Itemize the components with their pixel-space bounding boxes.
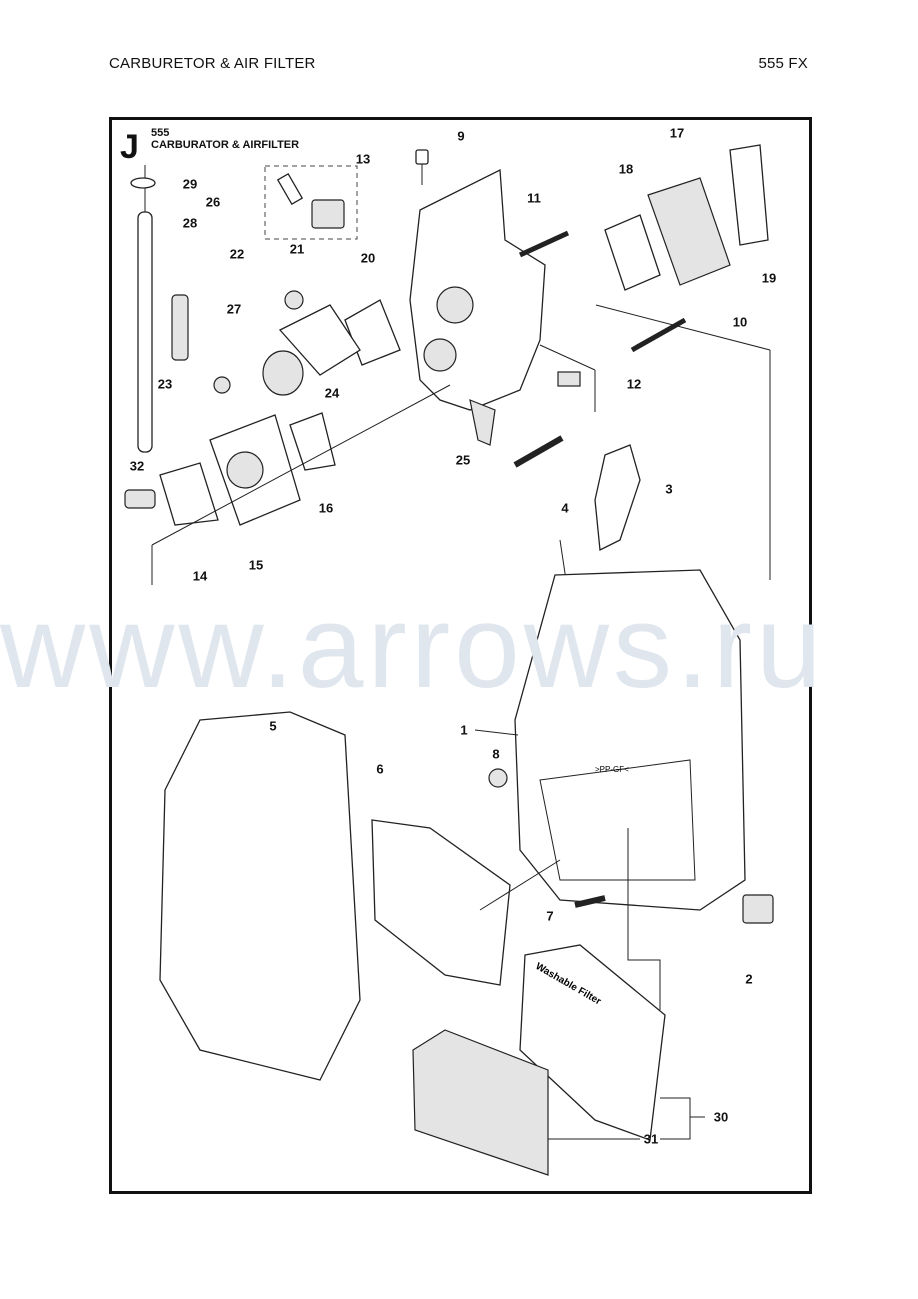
filter-housing (514, 569, 746, 911)
air-filter (371, 819, 511, 986)
callout-16: 16 (318, 500, 334, 516)
callout-25: 25 (455, 452, 471, 468)
callout-32: 32 (129, 458, 145, 474)
callout-9: 9 (457, 128, 465, 144)
spring (171, 294, 189, 361)
callout-2: 2 (745, 971, 753, 987)
callout-6: 6 (376, 761, 384, 777)
fuel-hose (137, 211, 153, 453)
callout-12: 12 (626, 376, 642, 392)
callout-14: 14 (192, 568, 208, 584)
intake-housing (409, 168, 546, 411)
callout-24: 24 (324, 385, 340, 401)
callout-23: 23 (157, 376, 173, 392)
callout-26: 26 (205, 194, 221, 210)
diagram-model: 555 (151, 127, 170, 139)
callout-28: 28 (182, 215, 198, 231)
callout-31: 31 (643, 1131, 659, 1147)
callout-4: 4 (561, 500, 569, 516)
foam-filter (412, 1029, 549, 1176)
hose-clamp (130, 177, 156, 189)
callout-19: 19 (761, 270, 777, 286)
material-marking: >PP-GF< (595, 765, 629, 774)
callout-5: 5 (269, 718, 277, 734)
filter-cover (159, 711, 361, 1081)
callout-18: 18 (618, 161, 634, 177)
section-title: CARBURETOR & AIR FILTER (109, 55, 316, 72)
callout-15: 15 (248, 557, 264, 573)
callout-10: 10 (732, 314, 748, 330)
callout-13: 13 (355, 151, 371, 167)
section-letter: J (120, 128, 139, 166)
callout-11: 11 (527, 190, 541, 206)
model-number: 555 FX (758, 55, 808, 72)
callout-21: 21 (289, 241, 305, 257)
callout-29: 29 (182, 176, 198, 192)
callout-22: 22 (229, 246, 245, 262)
callout-3: 3 (665, 481, 673, 497)
callout-1: 1 (460, 722, 468, 738)
insulator-block (647, 177, 731, 286)
callout-8: 8 (492, 746, 500, 762)
callout-20: 20 (360, 250, 376, 266)
callout-30: 30 (713, 1109, 729, 1125)
callout-27: 27 (226, 301, 242, 317)
diagram-title: CARBURATOR & AIRFILTER (151, 139, 300, 151)
washable-filter (519, 944, 666, 1141)
callout-7: 7 (546, 908, 554, 924)
diagram-frame (109, 117, 812, 1194)
callout-17: 17 (669, 125, 685, 141)
